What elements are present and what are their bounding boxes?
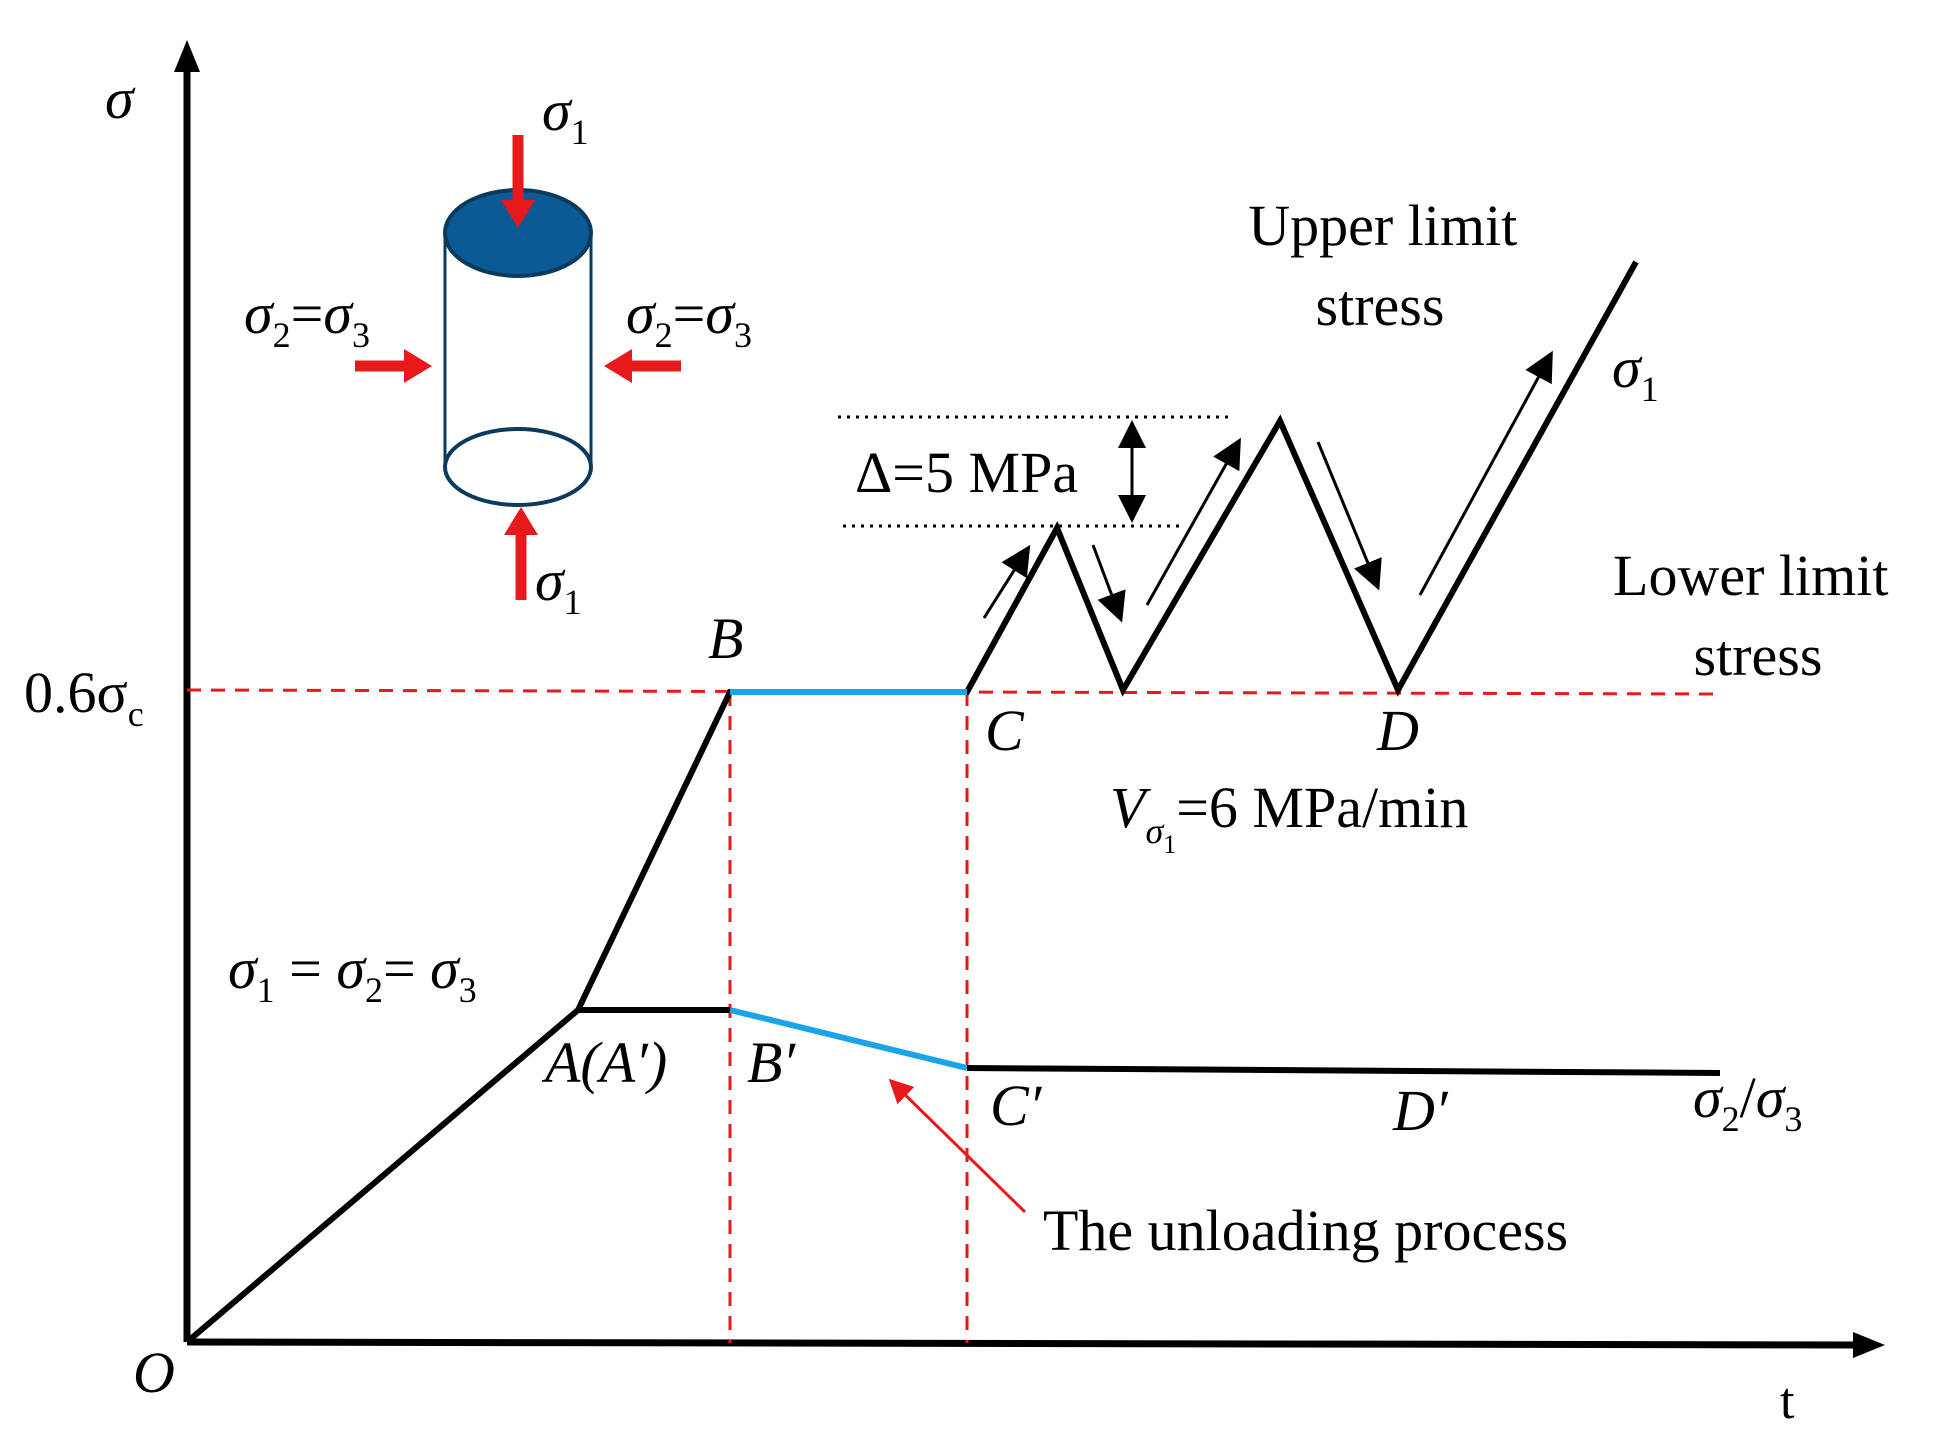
unloading-process-label: The unloading process [1043,1198,1568,1263]
unloading-segment-b-prime-c-prime [729,1007,968,1071]
direction-arrows [982,350,1553,623]
load-arrow-right-head [604,349,632,383]
delta-arrow [1118,420,1146,523]
specimen-bottom-load-label: σ1 [535,548,582,622]
guide-lines [186,688,1721,1343]
direction-arrow-2 [1091,544,1126,623]
y-tick-label: 0.6σc [24,660,144,734]
specimen-illustration: σ1 σ1 σ2=σ3 σ2=σ3 [244,78,752,622]
y-axis-arrowhead [174,40,200,72]
point-label-b: B [708,606,743,671]
point-label-a: A(A′) [541,1030,667,1095]
specimen-right-load-label: σ2=σ3 [626,281,752,355]
point-label-c: C [985,698,1025,763]
lower-limit-label: Lower limit stress [1613,543,1903,688]
sigma23-path-c-prime-end [966,1065,1721,1076]
load-arrow-top-head [501,200,535,228]
direction-arrow-3 [1145,437,1241,606]
delta-label: Δ=5 MPa [855,440,1078,505]
x-axis-label: t [1780,1373,1795,1430]
direction-arrow-4 [1316,441,1382,591]
specimen-top-load-label: σ1 [542,78,589,152]
hydrostatic-label: σ1 = σ2= σ3 [228,936,477,1010]
point-label-d: D [1376,698,1419,763]
delta-arrow-head-down [1118,495,1146,523]
unloading-pointer-arrow [888,1078,1027,1214]
point-label-c-prime: C′ [990,1073,1043,1138]
axes: σ t O 0.6σc [24,40,1885,1430]
origin-label: O [133,1340,175,1405]
load-arrow-bottom-head [504,507,538,535]
loading-rate-label: Vσ1=6 MPa/min [1110,775,1468,859]
specimen-bottom-face [443,427,593,507]
delta-guides [838,415,1228,528]
delta-arrow-head-up [1118,420,1146,448]
direction-arrow-5 [1418,350,1553,596]
guide-horizontal-0.6sigma [186,688,1721,696]
upper-limit-label: Upper limit stress [1248,193,1532,338]
direction-arrow-1 [982,544,1031,619]
y-axis-label: σ [105,66,136,131]
sigma1-path [185,260,1639,1345]
point-label-d-prime: D′ [1392,1078,1449,1143]
point-label-b-prime: B′ [747,1030,796,1095]
sigma1-curve-label: σ1 [1612,335,1659,409]
load-arrow-left-head [404,349,432,383]
specimen-left-load-label: σ2=σ3 [244,281,370,355]
x-axis [186,1338,1856,1349]
x-axis-arrowhead [1853,1332,1885,1358]
sigma23-curve-label: σ2/σ3 [1693,1065,1802,1139]
